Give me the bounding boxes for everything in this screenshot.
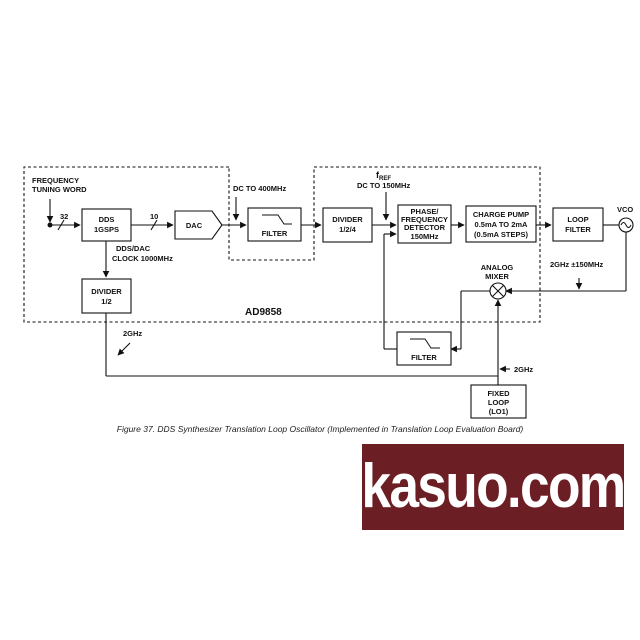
charge-pump-label-3: (0.5mA STEPS)	[474, 230, 528, 239]
ad9858-boundary	[23, 166, 541, 323]
filter-block-1: FILTER	[247, 207, 302, 242]
pfd-label-2: FREQUENCY	[401, 215, 448, 224]
analog-mixer-label-1: ANALOG	[481, 263, 514, 272]
chip-label: AD9858	[245, 307, 282, 318]
pfd-label-3: DETECTOR	[404, 223, 446, 232]
ghz2-right-label: 2GHz	[514, 365, 533, 374]
divider-12-label-2: 1/2	[101, 297, 111, 306]
dac-label: DAC	[186, 221, 203, 230]
dds-clock-label-2: CLOCK 1000MHz	[112, 254, 173, 263]
divider-124-label-1: DIVIDER	[332, 215, 363, 224]
figure-caption: Figure 37. DDS Synthesizer Translation L…	[116, 424, 524, 434]
filter-block-2: FILTER	[396, 331, 452, 366]
pfd-block: PHASE/ FREQUENCY DETECTOR 150MHz	[397, 204, 452, 244]
ftw-input-dot	[47, 222, 53, 228]
divider-124-block: DIVIDER 1/2/4	[322, 207, 373, 243]
charge-pump-label-2: 0.5mA TO 2mA	[475, 220, 529, 229]
dds-label-2: 1GSPS	[94, 225, 119, 234]
watermark-text: kasuo.com	[361, 452, 626, 521]
analog-mixer-label-2: MIXER	[485, 272, 509, 281]
divider-124-label-2: 1/2/4	[339, 225, 357, 234]
fixed-loop-label-3: (LO1)	[489, 407, 509, 416]
fixed-loop-block: FIXED LOOP (LO1)	[470, 384, 527, 419]
fref-label: fREF	[376, 170, 391, 182]
vco-symbol	[618, 217, 634, 233]
dc150-label: DC TO 150MHz	[357, 181, 410, 190]
charge-pump-block: CHARGE PUMP 0.5mA TO 2mA (0.5mA STEPS)	[465, 205, 537, 243]
fixed-loop-label-2: LOOP	[488, 398, 509, 407]
loop-filter-label-2: FILTER	[565, 225, 591, 234]
bus-32-label: 32	[60, 212, 68, 221]
charge-pump-label-1: CHARGE PUMP	[473, 210, 529, 219]
fref-main: f	[376, 170, 380, 180]
dds-label-1: DDS	[99, 215, 115, 224]
loop-filter-block: LOOP FILTER	[552, 207, 604, 242]
signal-wires	[46, 192, 627, 385]
dac-block: DAC	[174, 210, 223, 240]
bus-10-label: 10	[150, 212, 158, 221]
analog-mixer-symbol	[489, 282, 507, 300]
filter-1-label: FILTER	[262, 229, 288, 238]
fref-sub: REF	[379, 176, 391, 182]
fixed-loop-label-1: FIXED	[487, 389, 510, 398]
vco-label: VCO	[617, 205, 633, 214]
divider-12-block: DIVIDER 1/2	[81, 278, 132, 314]
watermark-logo: kasuo.com	[361, 444, 626, 530]
loop-filter-label-1: LOOP	[567, 215, 588, 224]
ftw-label-2: TUNING WORD	[32, 185, 87, 194]
ftw-label-1: FREQUENCY	[32, 176, 79, 185]
dds-block: DDS 1GSPS	[81, 208, 132, 242]
divider-12-label-1: DIVIDER	[91, 287, 122, 296]
ghz150-label: 2GHz ±150MHz	[550, 260, 604, 269]
dc400-label: DC TO 400MHz	[233, 184, 286, 193]
pfd-label-1: PHASE/	[411, 207, 440, 216]
ghz2-left-label: 2GHz	[123, 329, 142, 338]
dds-clock-label-1: DDS/DAC	[116, 244, 151, 253]
filter-2-label: FILTER	[411, 353, 437, 362]
pfd-label-4: 150MHz	[411, 232, 439, 241]
